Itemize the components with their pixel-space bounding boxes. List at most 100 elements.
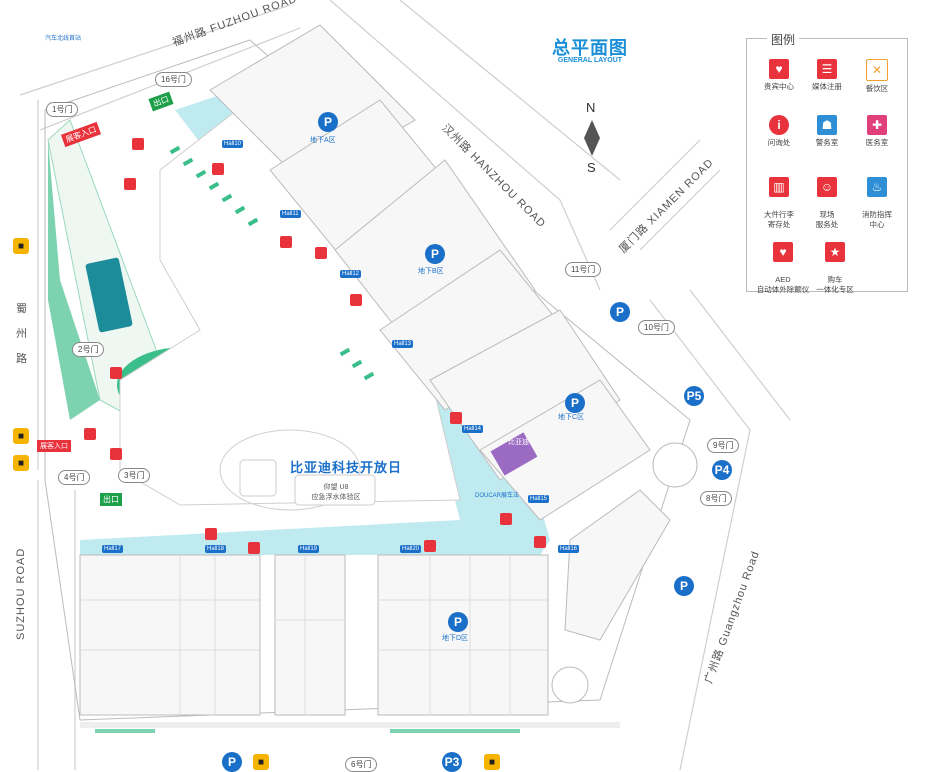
medical-icon: ✚ [867,115,887,135]
luggage-icon[interactable] [212,163,224,175]
vip-icon[interactable] [132,138,144,150]
aed-icon[interactable] [315,247,327,259]
map-subtitle: GENERAL LAYOUT [557,57,623,64]
luggage-icon: ▥ [769,177,789,197]
media-icon: ☰ [817,59,837,79]
aed-icon[interactable] [450,412,462,424]
suzhou-road-label: SUZHOU ROAD [15,547,27,640]
service-icon[interactable] [110,367,122,379]
fire-icon: ♨ [867,177,887,197]
hall-tag-11[interactable]: Hall11 [280,210,301,218]
guangzhou-road2 [689,289,791,421]
shuzhou-char-3: 路 [16,353,28,365]
bus-station-label: 汽车北线首站 [45,36,82,42]
legend-item-medical: ✚ 医务室 [851,115,903,148]
bus-icon-5: ■ [484,754,500,770]
legend-item-aed: ♥ AED 自动体外除颤仪 [753,232,813,295]
service-icon[interactable] [350,294,362,306]
vip-icon: ♥ [769,59,789,79]
entry-sign-left: 展客入口 [37,440,71,452]
zone-underground-b: 地下B区 [418,268,444,275]
parking-icon-a[interactable]: P [318,112,338,132]
bus-icon-3: ■ [13,455,29,471]
hall-tag-10[interactable]: Hall10 [222,140,244,148]
hall-tag-18[interactable]: Hall18 [205,545,227,553]
legend-item-dining: ✕ 餐饮区 [851,59,903,94]
hall-block-e [429,309,621,481]
gate-6[interactable]: 6号门 [345,757,378,772]
compass-north: N [586,100,596,115]
green-slope [48,140,100,420]
gate-3[interactable]: 3号门 [118,468,151,483]
parking-icon-g[interactable]: P [222,752,242,772]
parking-icon-p3[interactable]: P3 [442,752,462,772]
info-icon[interactable] [205,528,217,540]
legend-item-vip: ♥ 贵宾中心 [753,59,805,92]
star-icon[interactable] [500,513,512,525]
gate-4[interactable]: 4号门 [58,470,91,485]
media-icon[interactable] [84,428,96,440]
compass-south: S [587,160,596,175]
hall-tag-12[interactable]: Hall12 [340,270,362,278]
bottom-road [80,722,620,728]
parking-icon-b[interactable]: P [425,244,445,264]
parking-icon-d[interactable]: P [448,612,468,632]
legend-label-service: 现场 服务处 [815,210,839,229]
legend-title: 图例 [767,31,800,48]
hall-grid-lines [80,555,548,715]
info-icon[interactable] [280,236,292,248]
gate-10[interactable]: 10号门 [638,320,675,335]
doucar-label: DOUCAR展车法 [475,493,520,499]
legend-item-fire: ♨ 消防指挥 中心 [851,167,903,230]
byd-zone-label: 比亚迪 [508,439,529,446]
aed-icon[interactable] [534,536,546,548]
service-icon: ☺ [817,177,837,197]
hall-tag-16[interactable]: Hall16 [558,545,580,553]
u8-zone-label: 仰望 U8 应急浮水体验区 [311,484,361,501]
parking-icon-f[interactable]: P [674,576,694,596]
legend-item-luggage: ▥ 大件行李 寄存处 [753,167,805,230]
hall-tag-15[interactable]: Hall15 [528,495,550,503]
service-icon[interactable] [124,178,136,190]
gate-1[interactable]: 1号门 [46,102,79,117]
bottom-halls [79,554,549,716]
gate-9[interactable]: 9号门 [707,438,740,453]
legend-label-police: 警务室 [815,138,839,147]
gate-2[interactable]: 2号门 [72,342,105,357]
service-icon[interactable] [110,448,122,460]
green-block [85,257,133,333]
road-lines [19,0,791,771]
guangzhou-road [649,299,751,771]
legend-label-fire: 消防指挥 中心 [862,210,892,229]
gate-8[interactable]: 8号门 [700,491,733,506]
hall-tag-14[interactable]: Hall14 [462,425,484,433]
hall-tag-13[interactable]: Hall13 [392,340,414,348]
legend-label-aed: AED 自动体外除颤仪 [756,275,810,294]
legend-label-luggage: 大件行李 寄存处 [764,210,794,229]
hall-block-right [564,489,671,641]
parking-icon-e[interactable]: P [610,302,630,322]
zone-underground-c: 地下C区 [558,414,585,421]
zone-underground-d: 地下D区 [442,635,469,642]
aed-icon[interactable] [248,542,260,554]
aed-icon: ♥ [773,242,793,262]
zone-underground-a: 地下A区 [310,137,336,144]
hall-tag-19[interactable]: Hall19 [298,545,320,553]
legend-panel: 图例 ♥ 贵宾中心 ☰ 媒体注册 ✕ 餐饮区 i 问询处 ☗ 警务室 ✚ 医务室… [746,31,908,295]
bus-icon-1: ■ [13,238,29,254]
parking-icon-p5[interactable]: P5 [684,386,704,406]
aed-icon[interactable] [424,540,436,552]
walkway-area [80,85,550,555]
hall-block-i [377,554,549,716]
gate-16[interactable]: 16号门 [155,72,192,87]
fuzhou-road-edge-top [19,4,291,96]
xiamen-road [609,139,701,231]
parking-icon-c[interactable]: P [565,393,585,413]
parking-icon-p4[interactable]: P4 [712,460,732,480]
bus-icon-2: ■ [13,428,29,444]
exit-sign-bottom: 出口 [100,493,122,506]
legend-item-star: ★ 购车 一体化专区 [809,232,861,295]
hall-tag-17[interactable]: Hall17 [102,545,124,553]
gate-11[interactable]: 11号门 [565,262,602,277]
hall-tag-20[interactable]: Hall20 [400,545,422,553]
